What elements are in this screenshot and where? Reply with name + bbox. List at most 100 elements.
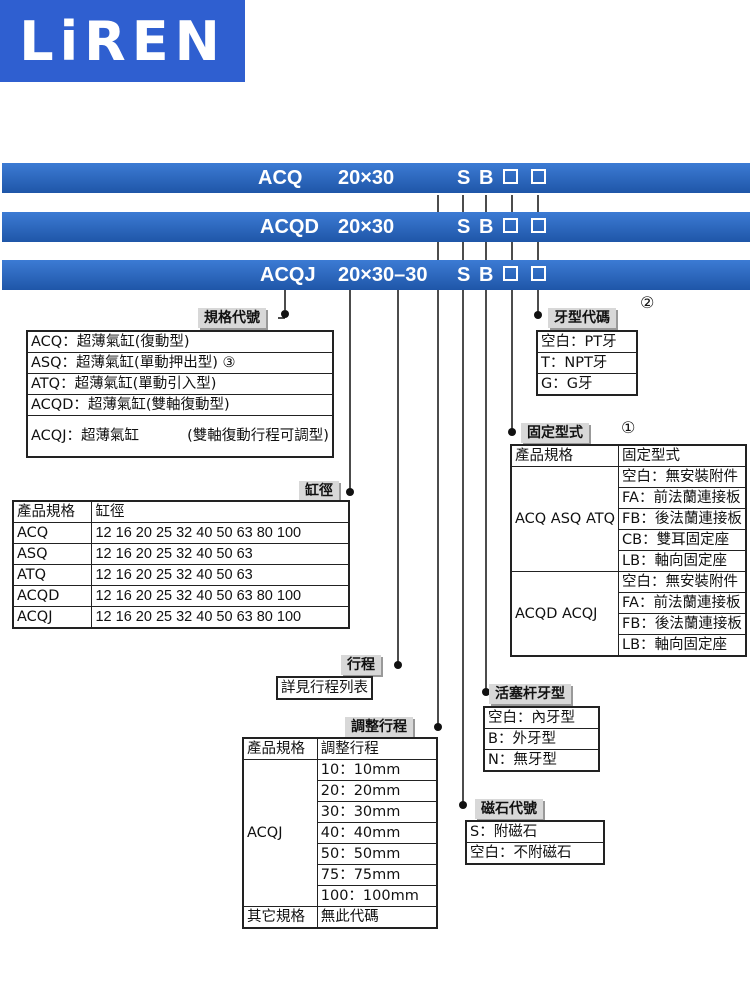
table-cell: 30：30mm — [316, 801, 438, 823]
table-cell: ACQD ACQJ — [510, 571, 620, 657]
bar-rod: B — [479, 264, 494, 286]
table-row: B：外牙型 — [483, 728, 600, 750]
table-cell: 空白：不附磁石 — [465, 842, 605, 865]
table-cell: 50：50mm — [316, 843, 438, 865]
table-row: 50：50mm — [243, 843, 438, 865]
table-cell: 無此代碼 — [316, 906, 438, 929]
rod-thread-label: 活塞杆牙型 — [489, 684, 571, 704]
table-cell: 20：20mm — [316, 780, 438, 802]
table-cell: ACQJ — [242, 759, 318, 907]
table-cell: 空白：PT牙 — [536, 330, 638, 353]
stroke-label: 行程 — [341, 655, 381, 675]
bar-rod: B — [479, 216, 494, 238]
table-header: 產品規格 — [242, 737, 318, 760]
table-cell: ATQ：超薄氣缸(單動引入型) — [26, 373, 334, 395]
table-cell: 空白：內牙型 — [483, 706, 600, 729]
footnote-marker-2: ② — [640, 293, 655, 312]
table-header: 產品規格 — [510, 444, 620, 467]
logo: LiREN — [0, 0, 245, 82]
bar-size: 20×30 — [338, 216, 395, 238]
table-cell: ACQJ — [12, 606, 93, 629]
table-cell: CB：雙耳固定座 — [618, 529, 747, 551]
table-row: ACQ：超薄氣缸(復動型) — [26, 330, 334, 353]
table-row: 20：20mm — [243, 780, 438, 802]
table-cell: ATQ — [12, 564, 93, 586]
table-row: FB：後法蘭連接板 — [511, 613, 747, 635]
table-cell: ACQ ASQ ATQ — [510, 466, 620, 572]
mount-type-label: 固定型式 — [521, 423, 589, 443]
table-cell: B：外牙型 — [483, 728, 600, 750]
table-cell: FB：後法蘭連接板 — [618, 613, 747, 635]
table-cell: FA：前法蘭連接板 — [618, 592, 747, 614]
model-bar-acq: ACQ 20×30 S B — [2, 163, 750, 193]
bore-label: 缸徑 — [299, 481, 339, 501]
stroke-table: 詳見行程列表 — [276, 676, 373, 700]
table-cell: 12 16 20 25 32 40 50 63 80 100 — [91, 522, 350, 544]
bar-magnet: S — [457, 167, 471, 189]
table-header: 產品規格 — [12, 500, 93, 523]
table-cell: 40：40mm — [316, 822, 438, 844]
table-row: 40：40mm — [243, 822, 438, 844]
thread-type-label: 牙型代碼 — [548, 308, 616, 328]
table-cell: 空白：無安裝附件 — [618, 466, 747, 488]
rod-thread-table: 空白：內牙型 B：外牙型 N：無牙型 — [483, 706, 600, 772]
table-row: FA：前法蘭連接板 — [511, 592, 747, 614]
table-row: 產品規格缸徑 — [12, 500, 350, 523]
mount-placeholder-box — [503, 218, 518, 233]
table-cell: 空白：無安裝附件 — [618, 571, 747, 593]
table-cell: 詳見行程列表 — [276, 676, 373, 700]
table-cell: 75：75mm — [316, 864, 438, 886]
table-cell: 10：10mm — [316, 759, 438, 781]
table-cell: ACQ — [12, 522, 93, 544]
table-cell: S：附磁石 — [465, 820, 605, 843]
table-header: 缸徑 — [91, 500, 350, 523]
table-cell: 12 16 20 25 32 40 50 63 — [91, 543, 350, 565]
table-row: ASQ：超薄氣缸(單動押出型) ③ — [26, 352, 334, 374]
table-header: 固定型式 — [618, 444, 747, 467]
thread-placeholder-box — [531, 266, 546, 281]
bar-magnet: S — [457, 216, 471, 238]
bar-model: ACQJ — [260, 264, 316, 286]
bar-rod: B — [479, 167, 494, 189]
table-cell: ACQD — [12, 585, 93, 607]
table-row: 空白：內牙型 — [483, 706, 600, 729]
table-cell: ACQJ：超薄氣缸 (雙軸復動行程可調型) — [26, 415, 334, 458]
table-row: 其它規格無此代碼 — [242, 906, 438, 929]
table-header: 調整行程 — [316, 737, 438, 760]
table-cell: ASQ — [12, 543, 93, 565]
series-code-table: ACQ：超薄氣缸(復動型) ASQ：超薄氣缸(單動押出型) ③ ATQ：超薄氣缸… — [26, 330, 334, 458]
table-cell: FA：前法蘭連接板 — [618, 487, 747, 509]
table-row: 詳見行程列表 — [276, 676, 373, 700]
table-cell: 12 16 20 25 32 40 50 63 80 100 — [91, 606, 350, 629]
table-row: FB：後法蘭連接板 — [511, 508, 747, 530]
table-cell: 12 16 20 25 32 40 50 63 80 100 — [91, 585, 350, 607]
table-row: ACQD：超薄氣缸(雙軸復動型) — [26, 394, 334, 416]
table-cell: FB：後法蘭連接板 — [618, 508, 747, 530]
bar-size: 20×30 — [338, 167, 395, 189]
thread-placeholder-box — [531, 169, 546, 184]
table-cell: LB：軸向固定座 — [618, 634, 747, 657]
table-row: G：G牙 — [536, 373, 638, 396]
magnet-code-label: 磁石代號 — [475, 799, 543, 819]
model-bar-acqj: ACQJ 20×30–30 S B — [2, 260, 750, 290]
table-cell: G：G牙 — [536, 373, 638, 396]
table-cell: ACQD：超薄氣缸(雙軸復動型) — [26, 394, 334, 416]
table-cell: N：無牙型 — [483, 749, 600, 772]
bar-size: 20×30–30 — [338, 264, 428, 286]
table-cell: LB：軸向固定座 — [618, 550, 747, 572]
table-row: ACQJ：超薄氣缸 (雙軸復動行程可調型) — [26, 415, 334, 458]
table-cell: 12 16 20 25 32 40 50 63 — [91, 564, 350, 586]
table-cell: ASQ：超薄氣缸(單動押出型) ③ — [26, 352, 334, 374]
table-row: ATQ：超薄氣缸(單動引入型) — [26, 373, 334, 395]
mount-placeholder-box — [503, 169, 518, 184]
